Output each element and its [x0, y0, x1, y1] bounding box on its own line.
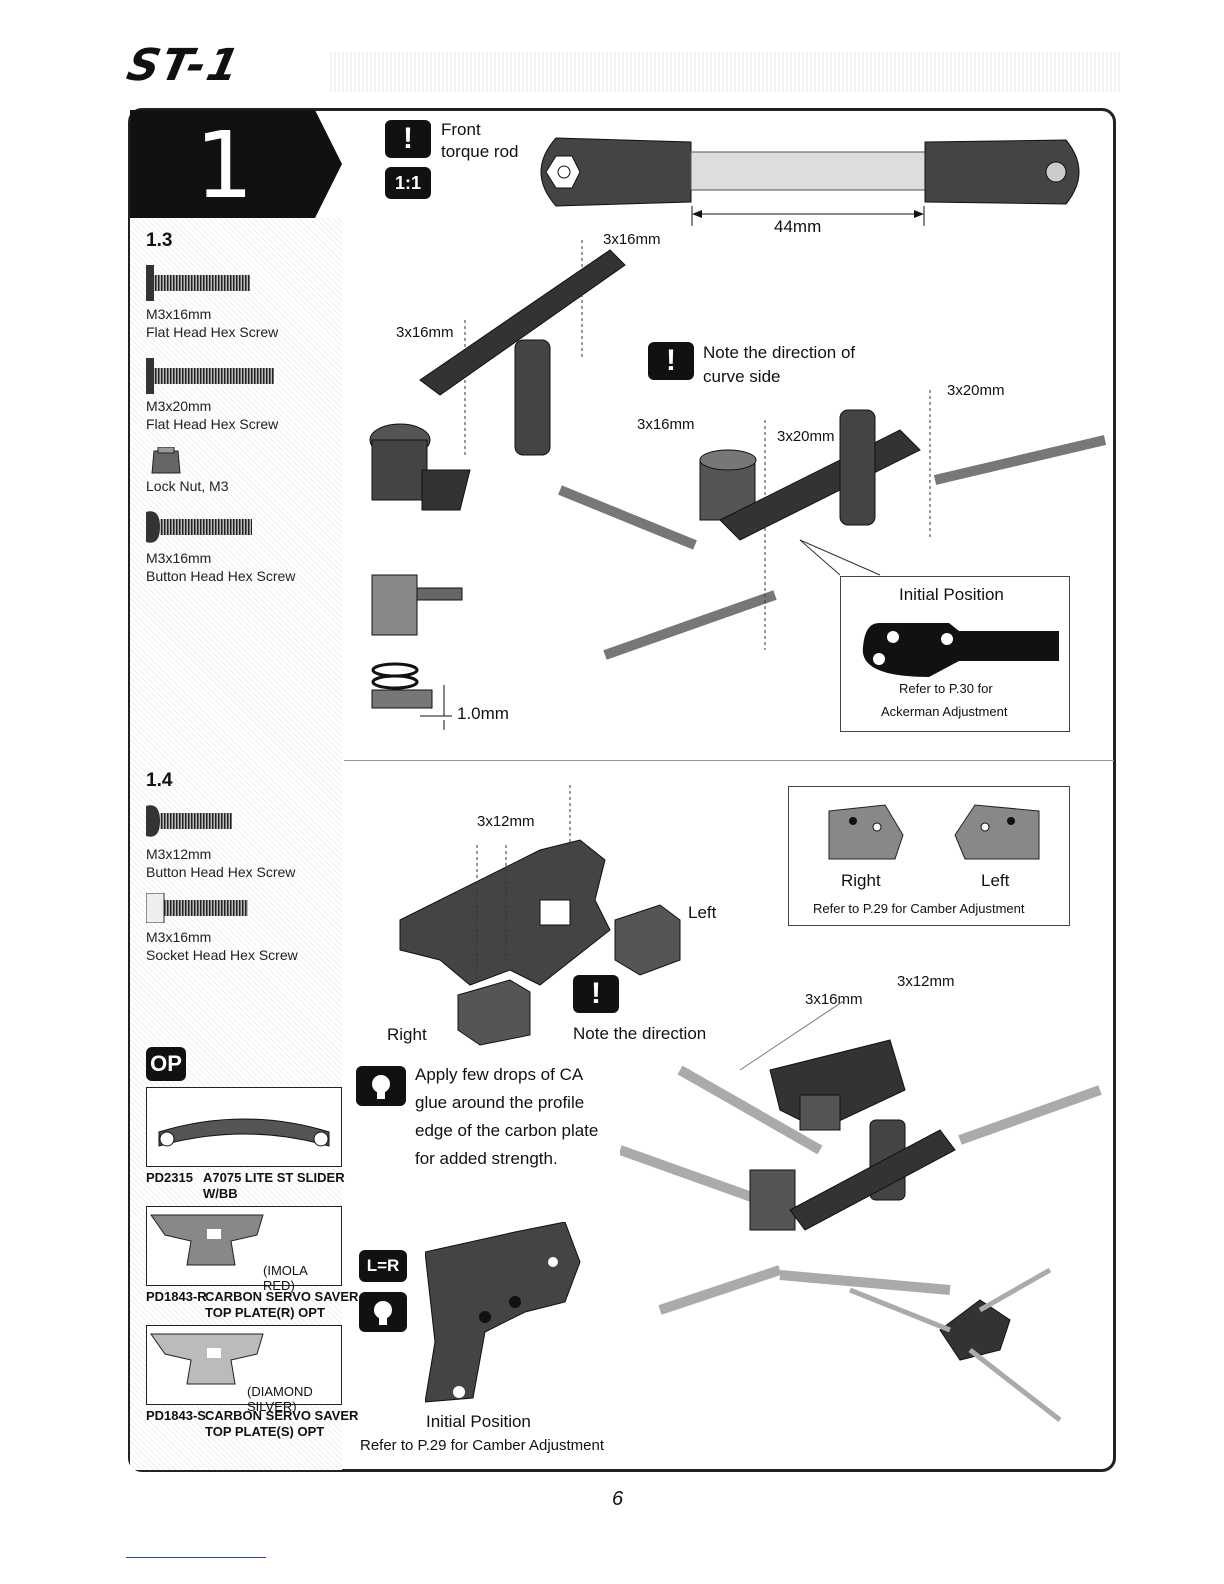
option-name: CARBON SERVO SAVER: [205, 1408, 359, 1423]
button-head-screw-icon: [146, 511, 252, 543]
tip-text: Apply few drops of CA: [415, 1065, 584, 1084]
lock-nut-icon: [151, 447, 181, 474]
option-code: PD1843-S: [146, 1408, 206, 1423]
option-name: CARBON SERVO SAVER: [205, 1289, 359, 1304]
rod-label-line2: torque rod: [441, 142, 519, 161]
part-name: Button Head Hex Screw: [146, 568, 296, 584]
camber-left-label: Left: [981, 871, 1010, 890]
option-name-line2: TOP PLATE(S) OPT: [205, 1424, 325, 1439]
flat-head-screw-icon: [146, 265, 250, 301]
part-size: M3x12mm: [146, 846, 212, 862]
torque-rod-drawing: [540, 137, 1080, 226]
slider-part-icon: [158, 1118, 330, 1147]
steering-arm-icon: [862, 623, 1059, 677]
part-name: Flat Head Hex Screw: [146, 416, 279, 432]
initial-position-ref: Refer to P.29 for Camber Adjustment: [360, 1437, 605, 1454]
initial-position-title: Initial Position: [426, 1412, 531, 1431]
note-text-line2: curve side: [703, 367, 781, 386]
servo-plate-drawing: [399, 785, 681, 1046]
screw-label: 3x12mm: [477, 813, 535, 830]
front-assembly-drawing: [620, 1000, 1102, 1422]
option-code: PD1843-R: [146, 1289, 207, 1304]
flat-head-screw-icon: [146, 358, 274, 394]
rod-label: Front: [441, 120, 481, 139]
warning-icon: !: [573, 975, 619, 1013]
steering-assembly-drawing: [369, 240, 1107, 730]
option-variant: (IMOLA RED): [263, 1263, 308, 1293]
screw-label: 3x16mm: [805, 991, 863, 1008]
warning-icon: !: [385, 120, 431, 158]
option-name-line2: TOP PLATE(R) OPT: [205, 1305, 325, 1320]
camber-right-label: Right: [841, 871, 881, 890]
option-image-frame: [146, 1087, 342, 1167]
screw-label: 3x20mm: [777, 428, 835, 445]
footer-rule: [126, 1557, 266, 1558]
tip-text-line4: for added strength.: [415, 1149, 558, 1168]
step-header: [130, 110, 342, 218]
option-variant: (DIAMOND SILVER): [247, 1384, 313, 1414]
screw-label: 3x16mm: [603, 231, 661, 248]
option-name: A7075 LITE ST SLIDER: [203, 1170, 345, 1185]
part-size: M3x16mm: [146, 306, 212, 322]
callout-ref: Refer to P.29 for Camber Adjustment: [813, 901, 1025, 916]
screw-label: 3x20mm: [947, 382, 1005, 399]
part-name: Socket Head Hex Screw: [146, 947, 298, 963]
part-name: Lock Nut, M3: [146, 478, 229, 494]
camber-block-icons: [828, 804, 1040, 860]
rod-length-label: 44mm: [774, 217, 822, 236]
page-number: 6: [612, 1488, 624, 1510]
section-title-1-4: 1.4: [146, 770, 173, 791]
note-text: Note the direction: [573, 1024, 707, 1043]
tip-bulb-icon: [359, 1292, 407, 1332]
part-name: Flat Head Hex Screw: [146, 324, 279, 340]
servo-plate-icon: [150, 1214, 264, 1266]
option-name-line2: W/BB: [203, 1186, 238, 1201]
callout-ref-line2: Ackerman Adjustment: [881, 704, 1008, 719]
socket-head-screw-icon: [146, 893, 248, 923]
screw-label: 3x12mm: [897, 973, 955, 990]
brand-logo: ST-1: [122, 40, 246, 91]
screw-label: 3x16mm: [396, 324, 454, 341]
ackerman-callout: Initial Position Refer to P.30 for Acker…: [840, 576, 1070, 732]
callout-ref: Refer to P.30 for: [899, 681, 993, 696]
part-name: Button Head Hex Screw: [146, 864, 296, 880]
section-title-1-3: 1.3: [146, 230, 173, 251]
tip-bulb-icon: [356, 1066, 406, 1106]
gap-dimension: 1.0mm: [457, 704, 509, 723]
note-text: Note the direction of: [703, 343, 856, 362]
camber-callout: Right Left Refer to P.29 for Camber Adju…: [788, 786, 1070, 926]
tip-text-line3: edge of the carbon plate: [415, 1121, 599, 1140]
option-code: PD2315: [146, 1170, 193, 1185]
symmetric-badge: L=R: [359, 1250, 407, 1282]
part-size: M3x20mm: [146, 398, 212, 414]
step-number: 1: [195, 112, 254, 219]
button-head-screw-icon: [146, 805, 232, 837]
header-band: [330, 52, 1120, 92]
scale-badge: 1:1: [385, 167, 431, 199]
screw-label: 3x16mm: [637, 416, 695, 433]
warning-icon: !: [648, 342, 694, 380]
option-image-frame: (IMOLA RED): [146, 1206, 342, 1293]
option-image-frame: (DIAMOND SILVER): [146, 1325, 342, 1414]
carbon-plate-icon: [425, 1222, 581, 1403]
part-size: M3x16mm: [146, 929, 212, 945]
tip-text-line2: glue around the profile: [415, 1093, 585, 1112]
option-badge: OP: [146, 1047, 186, 1081]
left-part-label: Left: [688, 903, 717, 922]
right-part-label: Right: [387, 1025, 427, 1044]
part-size: M3x16mm: [146, 550, 212, 566]
section-divider: [344, 760, 1114, 761]
callout-title: Initial Position: [899, 585, 1004, 604]
servo-plate-icon: [150, 1333, 264, 1385]
